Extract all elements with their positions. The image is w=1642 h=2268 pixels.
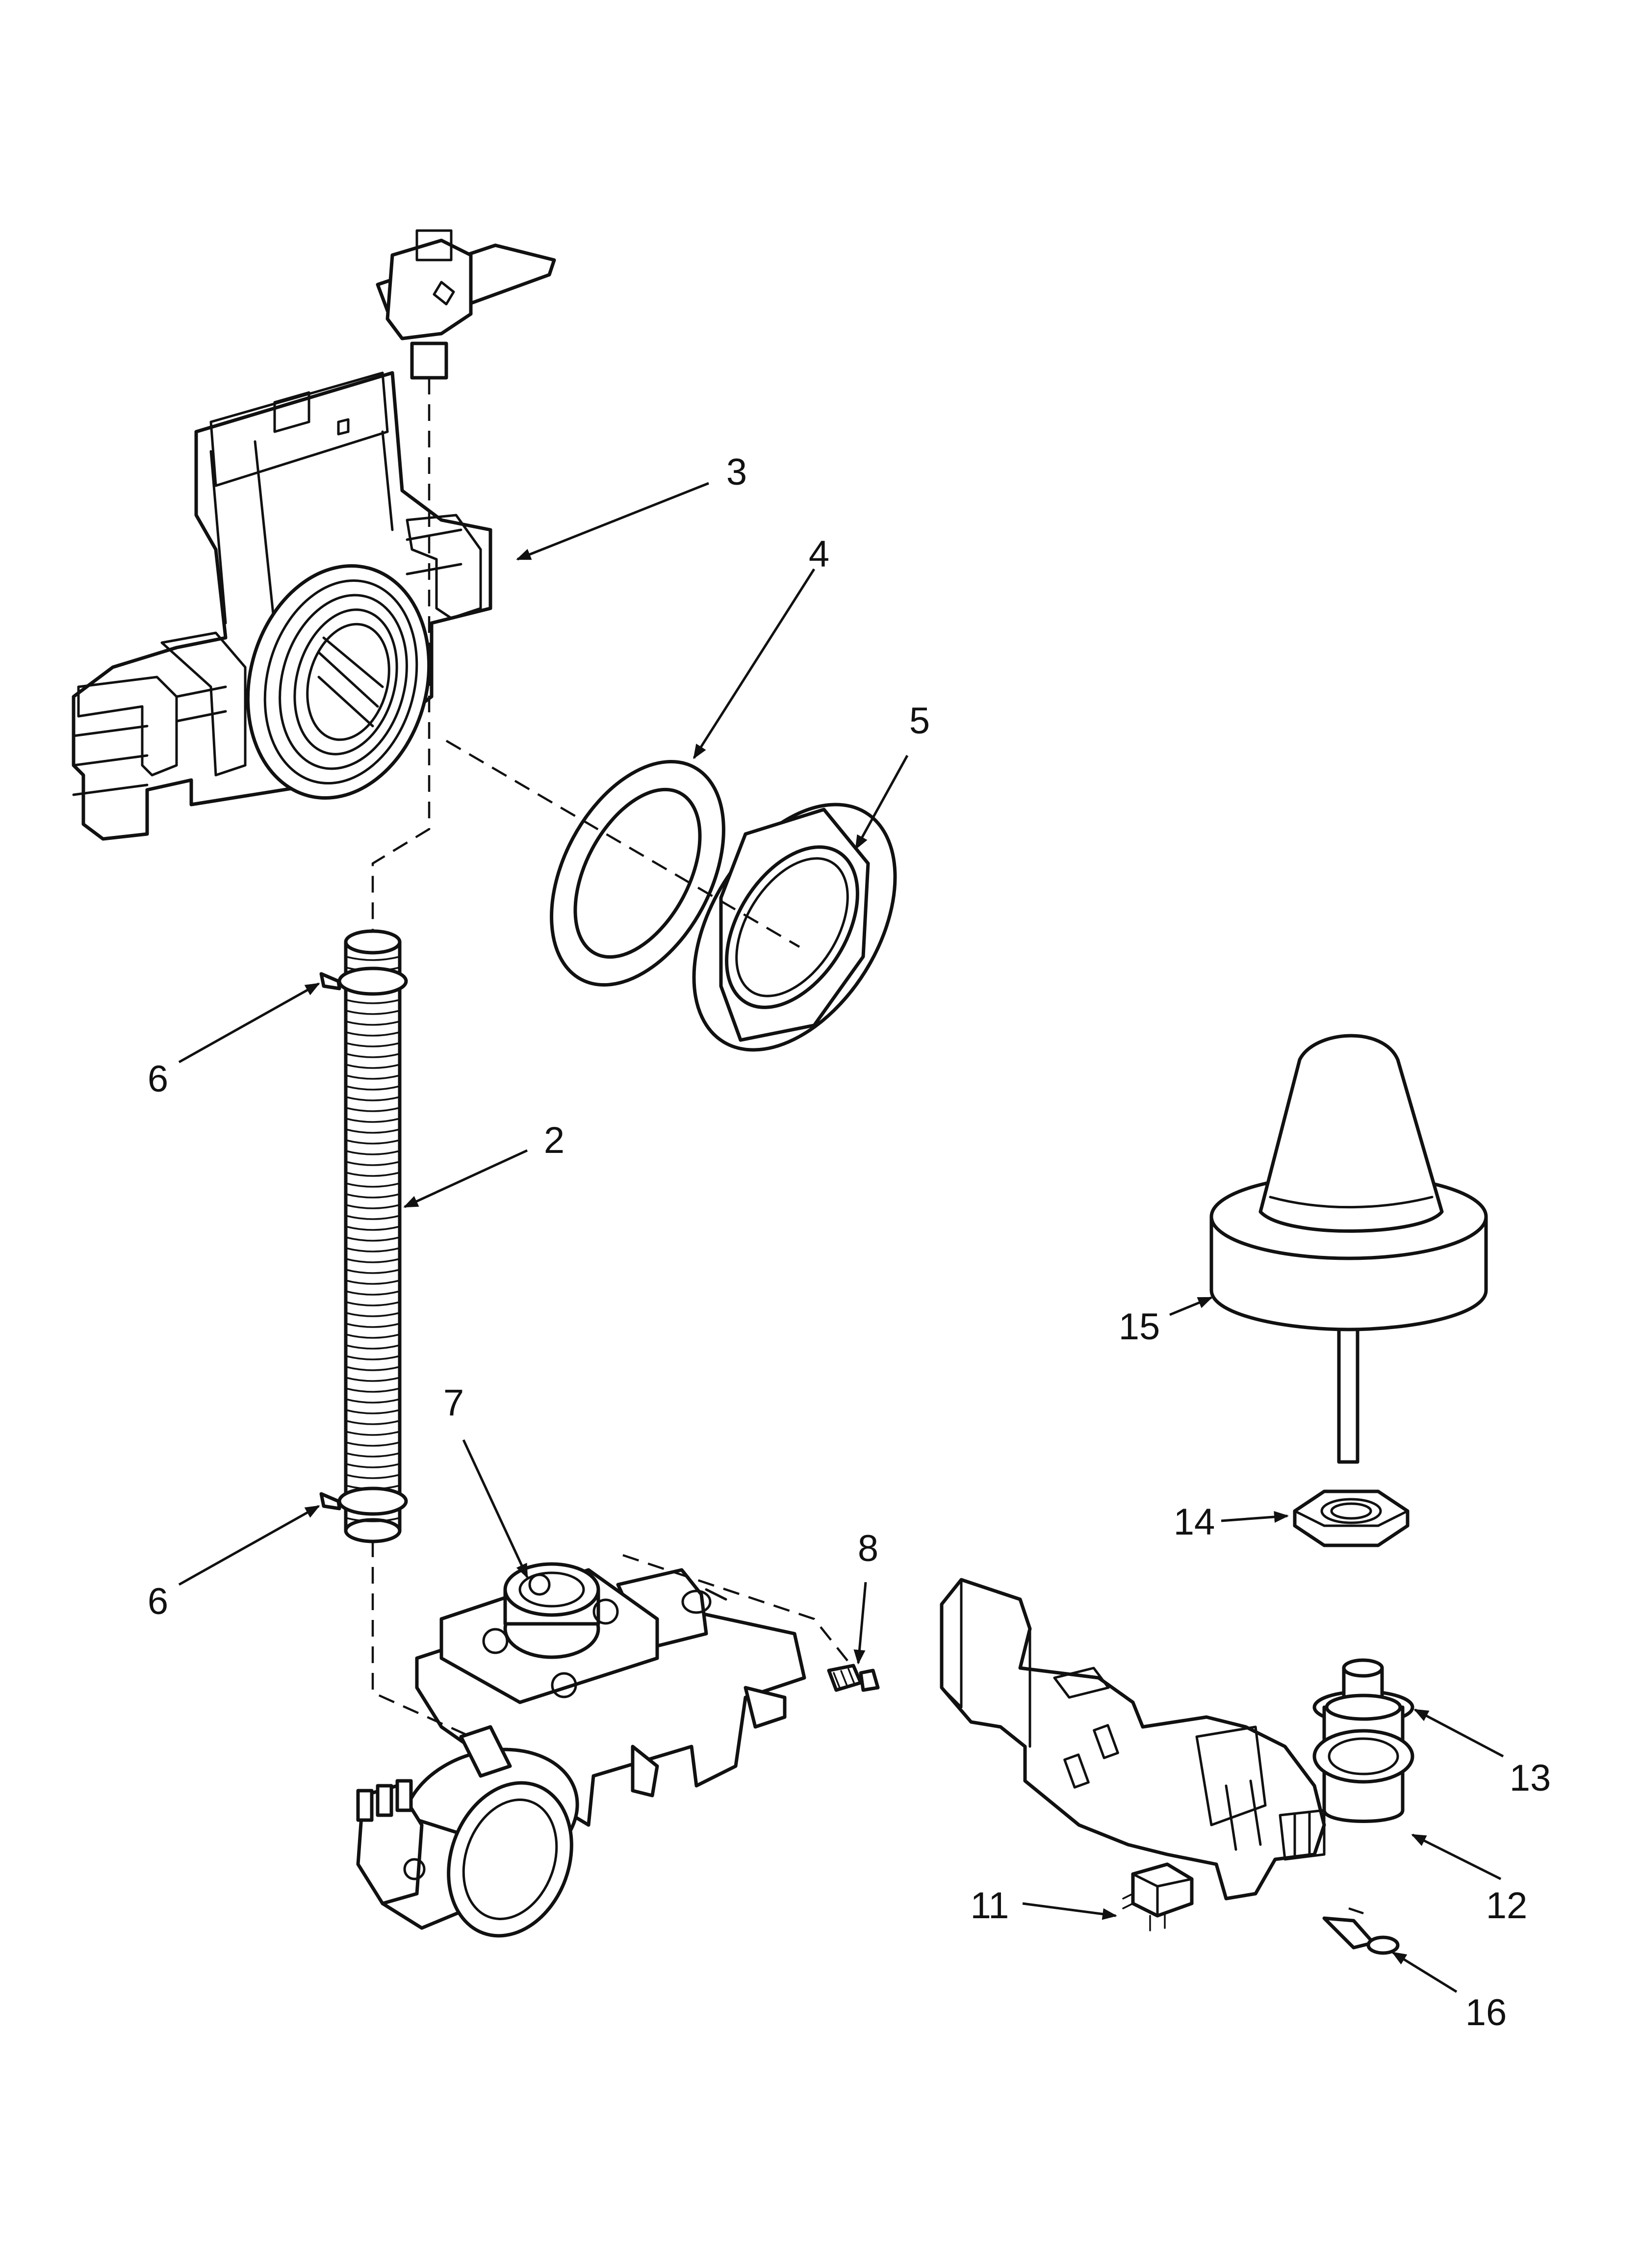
- leader-8: [853, 1582, 867, 1665]
- callout-5: 5: [909, 700, 930, 742]
- part-7-inlet-valve: [356, 1562, 806, 1938]
- callout-3: 3: [726, 451, 747, 493]
- callout-15: 15: [1119, 1306, 1160, 1348]
- part-14-hex-nut: [1293, 1489, 1410, 1547]
- leader-16: [1391, 1951, 1458, 1993]
- callout-6-upper: 6: [148, 1058, 168, 1100]
- part-15-float: [1209, 1034, 1488, 1464]
- callout-13: 13: [1510, 1757, 1551, 1799]
- part-6-clamp-upper: [319, 966, 408, 996]
- part-11-micro-switch: [1122, 1862, 1194, 1931]
- callout-2: 2: [544, 1120, 564, 1161]
- callout-12: 12: [1486, 1885, 1528, 1927]
- part-5-hex-nut: [692, 803, 897, 1052]
- leader-6b: [178, 1505, 320, 1586]
- part-16-clip: [1322, 1916, 1400, 1955]
- leader-12: [1411, 1833, 1502, 1880]
- callout-4: 4: [809, 533, 829, 575]
- part-8-screw: [827, 1664, 880, 1692]
- leader-7: [462, 1439, 529, 1579]
- part-4-gasket-ring: [550, 760, 725, 987]
- assembly-dashed-lines: [371, 378, 1364, 1915]
- leader-2: [403, 1149, 528, 1208]
- part-13-12-switch-bracket: [940, 1578, 1414, 1901]
- leader-4: [693, 568, 816, 759]
- leader-arrows: [178, 482, 1504, 1993]
- leader-13: [1413, 1708, 1504, 1758]
- leader-3: [516, 482, 709, 561]
- callout-labels: 3 4 5 6 2 15 7 14 8 6 13 12 11 16: [148, 451, 1551, 2033]
- callout-6-lower: 6: [148, 1581, 168, 1622]
- part-3-vent-housing: [72, 229, 556, 841]
- part-2-corrugated-hose: [344, 929, 402, 1543]
- part-6-clamp-lower: [319, 1486, 408, 1516]
- callout-16: 16: [1465, 1992, 1507, 2033]
- callout-11: 11: [971, 1885, 1009, 1927]
- leader-11: [1022, 1902, 1117, 1920]
- callout-7: 7: [443, 1382, 464, 1424]
- leader-5: [854, 755, 909, 850]
- leader-14: [1221, 1511, 1289, 1523]
- callout-8: 8: [858, 1528, 878, 1569]
- callout-14: 14: [1174, 1501, 1215, 1543]
- leader-6a: [178, 982, 320, 1064]
- leader-15: [1169, 1296, 1213, 1316]
